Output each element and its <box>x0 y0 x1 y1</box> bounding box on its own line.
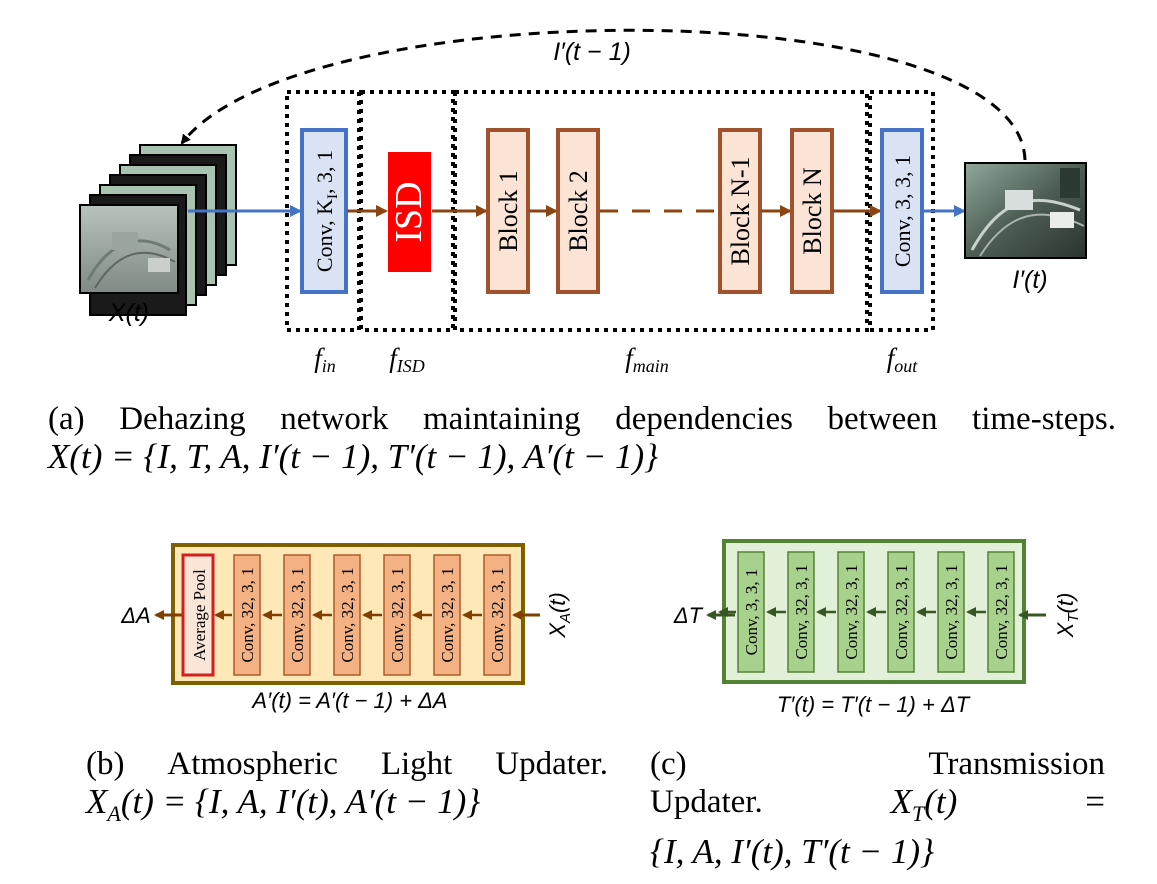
updater-a-conv-label-4: Conv, 32, 3, 1 <box>388 567 407 662</box>
block-n-label: Block N <box>798 167 827 255</box>
isd-block <box>388 152 431 272</box>
updater-a-conv-label-1: Conv, 32, 3, 1 <box>238 567 257 662</box>
caption-c: (c) Transmission Updater. XT(t) = {I, A,… <box>650 745 1105 871</box>
block-1 <box>486 128 530 294</box>
conv-in-label: Conv, KI, 3, 1 <box>312 150 341 272</box>
updater-a-conv-label-6: Conv, 32, 3, 1 <box>488 567 507 662</box>
updater-a-conv-label-2: Conv, 32, 3, 1 <box>288 567 307 662</box>
caption-b: (b) Atmospheric Light Updater. XA(t) = {… <box>86 745 608 833</box>
output-label: I′(t) <box>1012 266 1047 294</box>
feedback-arrow <box>180 28 1027 161</box>
updater-a-conv-block-2 <box>283 554 311 676</box>
updater-t-conv-block-1 <box>737 551 765 673</box>
updater-t-conv-block-2 <box>787 551 815 673</box>
updater-a-conv-stack: Conv, 32, 3, 1 Conv, 32, 3, 1 Conv, 32, 3,… <box>214 554 511 676</box>
updater-t-conv-block-6 <box>987 551 1015 673</box>
updater-a-input-label: XA(t) <box>545 592 574 638</box>
updater-a-conv-label-5: Conv, 32, 3, 1 <box>438 567 457 662</box>
updater-t-conv-stack: Conv, 3, 3, 1 Conv, 32, 3, 1 Conv, 32, 3, … <box>718 551 1015 673</box>
caption-a-math: X(t) = {I, T, A, I′(t − 1), T′(t − 1), A… <box>48 437 659 476</box>
updater-t-conv-label-2: Conv, 32, 3, 1 <box>792 564 811 659</box>
caption-b-line-1: (b) Atmospheric Light Updater. <box>86 746 608 782</box>
updater-t-conv-label-4: Conv, 32, 3, 1 <box>892 564 911 659</box>
caption-c-line-2: Updater. XT(t) = <box>650 782 1105 827</box>
caption-c-line-1: (c) Transmission <box>650 746 1105 782</box>
feedback-label: I′(t − 1) <box>553 38 631 66</box>
updater-a-output-label: ΔA <box>120 603 150 628</box>
updater-a-equation: A′(t) = A′(t − 1) + ΔA <box>250 688 447 713</box>
updater-t-conv-block-5 <box>937 551 965 673</box>
input-frame-stack <box>79 144 237 316</box>
output-clear-frame <box>964 162 1087 259</box>
caption-a: (a) Dehazing network maintaining depende… <box>48 400 1116 476</box>
average-pool-label: Average Pool <box>190 569 209 661</box>
block-n-1-label: Block N-1 <box>726 156 755 265</box>
block-2 <box>556 128 600 294</box>
updater-a-conv-block-4 <box>383 554 411 676</box>
block-1-label: Block 1 <box>494 170 523 252</box>
stage-label-f-out: fout <box>887 343 919 376</box>
updater-t-conv-label-6: Conv, 32, 3, 1 <box>992 564 1011 659</box>
figure-c: Conv, 3, 3, 1 Conv, 32, 3, 1 Conv, 32, 3, … <box>673 539 1082 717</box>
conv-out-block <box>880 128 924 294</box>
caption-b-math: XA(t) = {I, A, I′(t), A′(t − 1)} <box>86 782 481 827</box>
conv-in-block <box>300 128 348 294</box>
block-2-label: Block 2 <box>564 170 593 252</box>
updater-t-conv-block-3 <box>837 551 865 673</box>
updater-a-conv-block-1 <box>233 554 261 676</box>
conv-out-label: Conv, 3, 3, 1 <box>890 155 915 267</box>
updater-t-conv-label-1: Conv, 3, 3, 1 <box>742 569 761 656</box>
stage-label-f-in: fin <box>314 343 336 376</box>
updater-t-conv-block-4 <box>887 551 915 673</box>
updater-t-conv-label-3: Conv, 32, 3, 1 <box>842 564 861 659</box>
updater-a-conv-block-6 <box>483 554 511 676</box>
updater-t-conv-label-5: Conv, 32, 3, 1 <box>942 564 961 659</box>
stage-label-f-main: fmain <box>625 343 669 376</box>
block-n-1 <box>718 128 762 294</box>
caption-c-line-3: {I, A, I′(t), T′(t − 1)} <box>650 832 935 871</box>
input-label: X(t) <box>108 299 149 327</box>
updater-a-conv-label-3: Conv, 32, 3, 1 <box>338 567 357 662</box>
updater-a-conv-block-3 <box>333 554 361 676</box>
figure-a: I′(t − 1) X(t) Conv, KI, 3, 1 <box>79 28 1087 376</box>
updater-a-conv-block-5 <box>433 554 461 676</box>
stage-label-f-isd: fISD <box>389 343 425 376</box>
caption-a-line-1: (a) Dehazing network maintaining depende… <box>48 401 1116 437</box>
updater-t-output-label: ΔT <box>673 603 704 628</box>
average-pool-block <box>181 553 215 677</box>
isd-label: ISD <box>388 181 430 242</box>
block-n <box>790 128 834 294</box>
updater-t-input-label: XT(t) <box>1053 593 1082 639</box>
updater-t-equation: T′(t) = T′(t − 1) + ΔT <box>777 692 971 717</box>
